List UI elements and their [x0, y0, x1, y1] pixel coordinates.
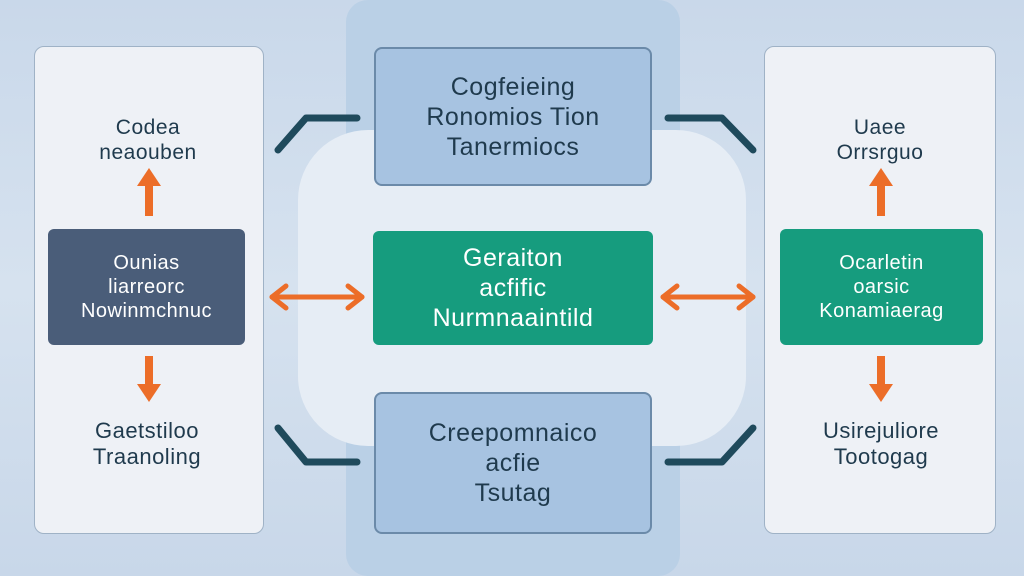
center-middle-line-2: acfific [479, 274, 547, 302]
arrow-left-up-head [137, 168, 161, 186]
arrow-right-down-shaft [877, 356, 885, 386]
arrow-right-double-head-right [736, 283, 756, 311]
right-bottom-label: Usirejuliore Tootogag [776, 418, 986, 471]
right-green-box: Ocarletin oarsic Konamiaerag [780, 229, 983, 345]
right-bottom-label-line-1: Usirejuliore [822, 418, 940, 443]
center-top-box: Cogfeieing Ronomios Tion Tanermiocs [374, 47, 652, 186]
left-dark-box-line-2: liarreorc [108, 276, 185, 298]
center-middle-line-1: Geraiton [463, 244, 563, 272]
right-top-label-line-1: Uaee [853, 116, 907, 139]
center-middle-box: Geraiton acfific Nurmnaaintild [373, 231, 653, 345]
connector-bottom-left [274, 424, 361, 466]
arrow-right-up-head [869, 168, 893, 186]
center-bottom-box: Creepomnaico acfie Tsutag [374, 392, 652, 534]
connector-top-left [274, 114, 361, 154]
center-bottom-line-3: Tsutag [474, 479, 552, 507]
left-top-label-line-1: Codea [115, 116, 181, 139]
right-green-box-line-2: oarsic [853, 276, 910, 298]
arrow-right-double-head-left [660, 283, 680, 311]
left-dark-box: Ounias liarreorc Nowinmchnuc [48, 229, 245, 345]
arrow-left-double-head-right [345, 283, 365, 311]
center-bottom-line-1: Creepomnaico [428, 419, 598, 447]
connector-top-right [664, 114, 757, 154]
left-top-label: Codea neaouben [48, 115, 248, 165]
center-top-line-1: Cogfeieing [450, 72, 576, 101]
right-top-label: Uaee Orrsrguo [780, 115, 980, 165]
right-green-box-line-3: Konamiaerag [819, 300, 944, 322]
left-dark-box-line-3: Nowinmchnuc [80, 300, 213, 322]
connector-bottom-right [664, 424, 757, 466]
center-top-line-2: Ronomios Tion [426, 102, 600, 131]
arrow-left-double-head-left [269, 283, 289, 311]
arrow-right-down-head [869, 384, 893, 402]
arrow-left-up-shaft [145, 184, 153, 216]
left-dark-box-line-1: Ounias [113, 252, 180, 274]
left-top-label-line-2: neaouben [99, 141, 197, 165]
center-middle-line-3: Nurmnaaintild [432, 304, 594, 332]
arrow-left-down-head [137, 384, 161, 402]
arrow-right-up-shaft [877, 184, 885, 216]
left-bottom-label-line-1: Gaetstiloo [94, 418, 200, 443]
right-top-label-line-2: Orrsrguo [836, 141, 924, 165]
arrow-left-down-shaft [145, 356, 153, 386]
right-bottom-label-line-2: Tootogag [833, 444, 929, 470]
center-top-line-3: Tanermiocs [446, 132, 580, 161]
right-green-box-line-1: Ocarletin [839, 252, 924, 274]
left-bottom-label: Gaetstiloo Traanoling [40, 418, 254, 471]
center-bottom-line-2: acfie [485, 449, 541, 477]
left-bottom-label-line-2: Traanoling [92, 444, 202, 470]
